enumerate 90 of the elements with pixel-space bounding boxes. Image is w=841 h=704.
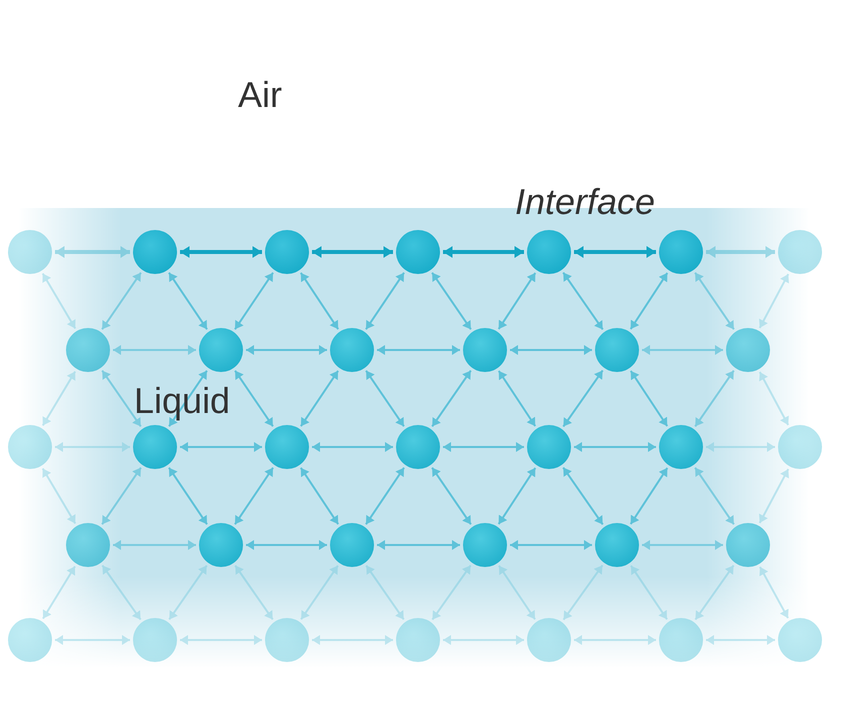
double-arrow xyxy=(234,272,274,330)
double-arrow xyxy=(562,272,604,330)
double-arrow xyxy=(431,272,472,330)
double-arrow xyxy=(168,467,208,525)
double-arrow xyxy=(365,272,405,330)
double-arrow xyxy=(365,467,405,525)
double-arrow xyxy=(312,246,393,258)
double-arrow xyxy=(642,345,723,355)
double-arrow xyxy=(431,467,472,525)
double-arrow xyxy=(443,635,524,645)
double-arrow xyxy=(168,370,208,427)
double-arrow xyxy=(574,442,656,452)
double-arrow xyxy=(706,246,775,258)
double-arrow xyxy=(42,566,76,620)
double-arrow xyxy=(234,370,274,427)
double-arrow xyxy=(101,467,142,525)
double-arrow xyxy=(694,370,735,427)
double-arrow xyxy=(510,345,592,355)
region-label: Liquid xyxy=(134,380,230,422)
double-arrow xyxy=(431,370,472,427)
molecule-circle xyxy=(8,618,52,662)
double-arrow xyxy=(55,442,130,452)
double-arrow xyxy=(498,370,536,427)
molecule-circle xyxy=(778,230,822,274)
double-arrow xyxy=(694,564,734,620)
double-arrow xyxy=(42,370,76,426)
double-arrow xyxy=(377,345,460,355)
region-label: Air xyxy=(238,74,282,116)
molecule-circle xyxy=(8,230,52,274)
molecule-circle xyxy=(265,618,309,662)
double-arrow xyxy=(300,272,340,330)
double-arrow xyxy=(113,345,196,355)
double-arrow xyxy=(168,564,208,620)
double-arrow xyxy=(498,565,536,620)
double-arrow xyxy=(562,564,604,620)
molecule-circle xyxy=(778,618,822,662)
double-arrow xyxy=(365,564,405,620)
double-arrow xyxy=(312,635,393,645)
double-arrow xyxy=(759,566,789,619)
double-arrow xyxy=(498,272,536,330)
double-arrow xyxy=(55,635,130,645)
double-arrow xyxy=(758,372,790,426)
molecule-circle xyxy=(659,618,703,662)
double-arrow xyxy=(300,467,340,525)
double-arrow xyxy=(234,467,274,525)
double-arrow xyxy=(562,370,604,428)
double-arrow xyxy=(706,442,775,452)
double-arrow xyxy=(574,246,656,258)
molecule-circle xyxy=(396,618,440,662)
double-arrow xyxy=(706,635,775,645)
double-arrow xyxy=(180,246,262,258)
double-arrow xyxy=(300,565,339,620)
double-arrow xyxy=(42,468,76,524)
double-arrow xyxy=(180,635,262,645)
molecule-circle xyxy=(527,618,571,662)
double-arrow xyxy=(102,564,142,620)
double-arrow xyxy=(234,564,274,620)
double-arrow xyxy=(562,466,604,526)
double-arrow xyxy=(55,246,130,258)
double-arrow xyxy=(365,370,405,427)
double-arrow xyxy=(443,442,524,452)
double-arrow xyxy=(574,635,656,645)
double-arrow xyxy=(694,272,735,330)
double-arrow xyxy=(432,564,472,620)
double-arrow xyxy=(758,468,790,524)
double-arrow xyxy=(694,467,735,525)
double-arrow xyxy=(630,370,668,427)
molecule-circle xyxy=(8,425,52,469)
molecule-circle xyxy=(133,618,177,662)
double-arrow xyxy=(246,345,327,355)
double-arrow xyxy=(510,540,592,550)
double-arrow xyxy=(443,246,524,258)
double-arrow xyxy=(758,274,790,328)
double-arrow xyxy=(312,442,393,452)
double-arrow xyxy=(630,467,668,525)
double-arrow xyxy=(642,540,723,550)
double-arrow xyxy=(180,442,262,452)
double-arrow xyxy=(101,272,142,330)
double-arrow xyxy=(630,272,668,330)
double-arrow xyxy=(630,565,668,620)
region-label: Interface xyxy=(515,181,656,223)
double-arrow xyxy=(246,540,327,550)
molecule-circle xyxy=(778,425,822,469)
double-arrow xyxy=(101,370,142,427)
double-arrow xyxy=(168,272,208,330)
double-arrow xyxy=(42,273,76,329)
double-arrow xyxy=(300,370,339,427)
double-arrow xyxy=(377,540,460,550)
double-arrow xyxy=(498,467,536,525)
double-arrow xyxy=(113,540,196,550)
